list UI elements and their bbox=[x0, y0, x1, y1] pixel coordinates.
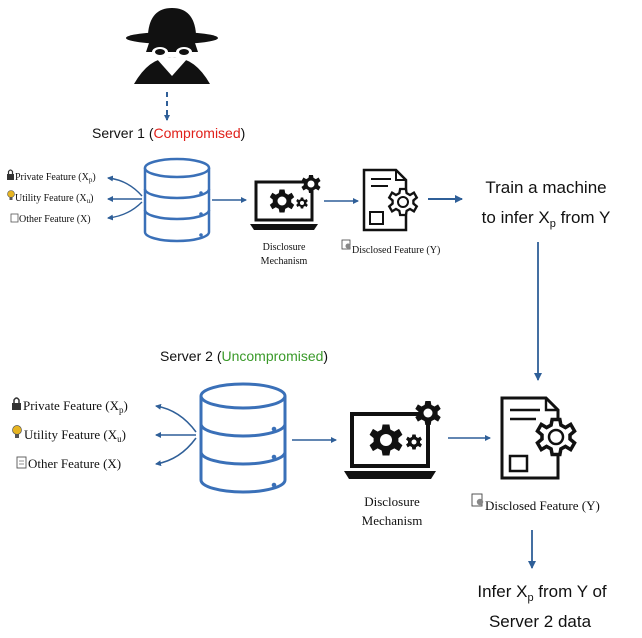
server1-title: Server 1 (Compromised) bbox=[92, 125, 245, 141]
server2-disclosed-small-icon bbox=[471, 493, 484, 507]
server2-laptop-gear-icon bbox=[344, 401, 441, 479]
server1-feature-list: Private Feature (Xp) Utility Feature (Xu… bbox=[7, 169, 96, 225]
server2-utility-feature: Utility Feature (Xu) bbox=[24, 427, 126, 444]
server1-database-icon bbox=[143, 157, 211, 243]
server2-feature-arrows bbox=[155, 403, 197, 467]
server1-status: Compromised bbox=[153, 125, 240, 141]
server1-disclosed-small-icon bbox=[341, 239, 351, 250]
server2-feature-list: Private Feature (Xp) Utility Feature (Xu… bbox=[12, 397, 128, 471]
server2-status: Uncompromised bbox=[221, 348, 323, 364]
server1-laptop-gear-icon bbox=[250, 175, 321, 230]
infer-text-line1: Infer Xp from Y of bbox=[477, 582, 607, 604]
server1-mechanism-label-2: Mechanism bbox=[261, 256, 308, 267]
server1-utility-feature: Utility Feature (Xu) bbox=[15, 193, 94, 205]
lock-icon bbox=[7, 169, 14, 180]
lightbulb-icon bbox=[12, 425, 22, 438]
server2-mechanism-label-2: Mechanism bbox=[362, 513, 423, 528]
server2-private-feature: Private Feature (Xp) bbox=[23, 398, 128, 415]
server2-database-icon bbox=[199, 382, 287, 494]
server1-feature-arrows bbox=[107, 175, 143, 221]
server2-title: Server 2 (Uncompromised) bbox=[160, 348, 328, 364]
lightbulb-icon bbox=[7, 190, 15, 200]
train-text-line2: to infer Xp from Y bbox=[482, 208, 611, 230]
server2-other-feature: Other Feature (X) bbox=[28, 456, 121, 471]
document-icon bbox=[10, 213, 19, 223]
lock-icon bbox=[12, 397, 21, 410]
infer-text-line2: Server 2 data bbox=[489, 612, 592, 631]
server2-mechanism-label: Disclosure bbox=[364, 494, 420, 509]
document-icon bbox=[16, 456, 27, 469]
train-text-line1: Train a machine bbox=[485, 178, 606, 197]
server1-other-feature: Other Feature (X) bbox=[19, 214, 91, 225]
server1-disclosed-label: Disclosed Feature (Y) bbox=[352, 245, 440, 256]
server2-disclosed-doc-icon bbox=[500, 396, 577, 480]
hacker-spy-icon bbox=[126, 8, 218, 84]
server1-private-feature: Private Feature (Xp) bbox=[15, 172, 96, 184]
server1-disclosed-doc-icon bbox=[362, 168, 418, 232]
server1-mechanism-label: Disclosure bbox=[263, 242, 306, 253]
server2-disclosed-label: Disclosed Feature (Y) bbox=[485, 498, 600, 513]
